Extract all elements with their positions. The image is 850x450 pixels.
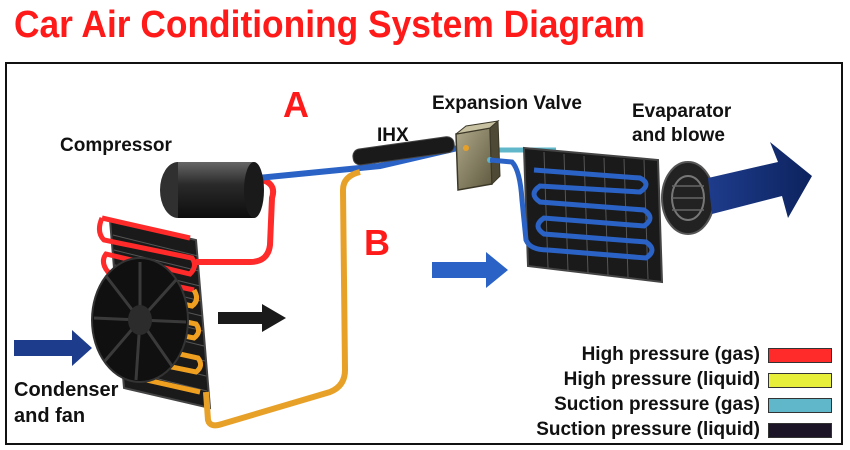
- compressor-label: Compressor: [60, 135, 172, 156]
- marker-a: A: [283, 84, 309, 125]
- legend-swatch: [768, 422, 832, 438]
- evaporator: [489, 146, 664, 284]
- cold-air-arrow: [708, 142, 812, 218]
- evaporator-label-line2: and blowe: [632, 125, 725, 146]
- ihx-label: IHX: [377, 125, 409, 146]
- legend-swatch: [768, 347, 832, 363]
- legend-item: Suction pressure (liquid): [536, 419, 832, 441]
- airflow-in-arrow: [14, 330, 92, 366]
- legend-item: High pressure (liquid): [564, 369, 832, 391]
- page-title: Car Air Conditioning System Diagram: [14, 4, 645, 46]
- condenser-label-line1: Condenser: [14, 379, 119, 401]
- expansion-valve: [455, 119, 501, 191]
- evaporator-label-line1: Evaparator: [632, 101, 732, 122]
- blower: [661, 161, 715, 235]
- diagram-frame: [5, 62, 843, 445]
- pipe-high-liquid: [203, 169, 361, 429]
- airflow-mid-arrow: [432, 252, 508, 288]
- legend-label: Suction pressure (liquid): [536, 419, 760, 440]
- expansion-valve-label: Expansion Valve: [432, 93, 582, 114]
- legend-label: High pressure (gas): [581, 344, 760, 365]
- condenser-fan: [91, 257, 189, 383]
- airflow-out-arrow: [218, 304, 286, 332]
- legend-swatch: [768, 397, 832, 413]
- legend-swatch: [768, 372, 832, 388]
- legend-label: Suction pressure (gas): [554, 394, 760, 415]
- legend-item: Suction pressure (gas): [554, 394, 832, 416]
- compressor: [160, 162, 264, 218]
- ihx-unit: [352, 136, 455, 166]
- condenser-label-line2: and fan: [14, 405, 86, 427]
- legend-label: High pressure (liquid): [563, 369, 760, 390]
- pipe-high-gas: [196, 175, 276, 265]
- marker-b: B: [364, 222, 390, 263]
- legend-item: High pressure (gas): [582, 344, 832, 366]
